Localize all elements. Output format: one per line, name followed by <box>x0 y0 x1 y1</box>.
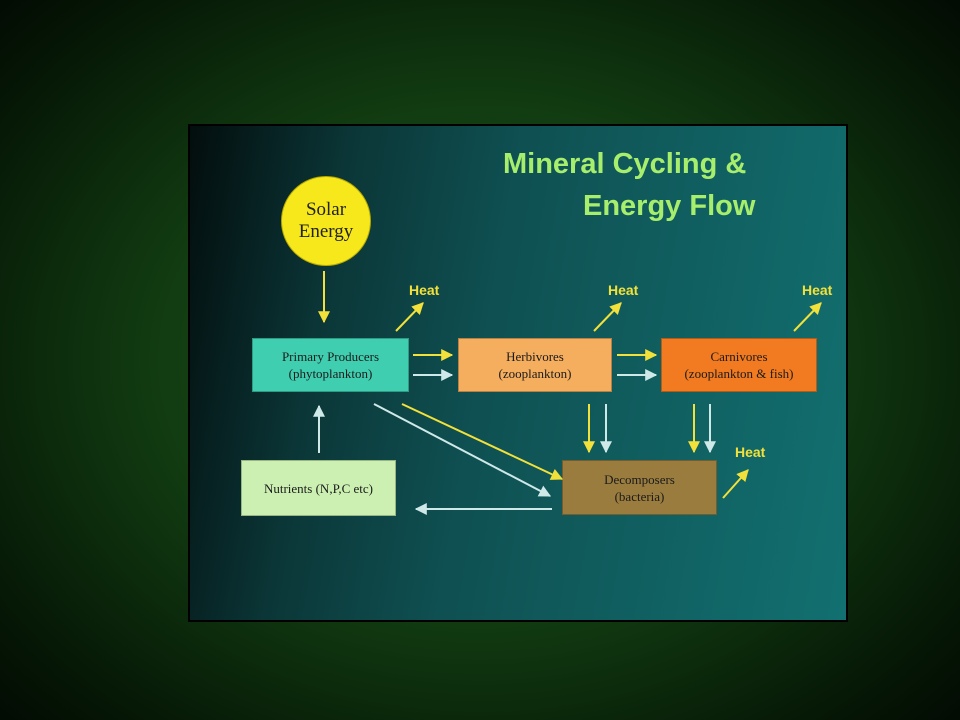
heat-label-carnivores: Heat <box>802 282 833 298</box>
primary-producers-box: Primary Producers (phytoplankton) <box>252 338 409 392</box>
title-line-1: Mineral Cycling & <box>503 148 747 180</box>
carnivores-sublabel: (zooplankton & fish) <box>684 366 794 381</box>
heat-label-herbivores: Heat <box>608 282 639 298</box>
nutrients-label: Nutrients (N,P,C etc) <box>263 480 374 496</box>
arrow-producers-to-decomposers-nutrient <box>373 403 552 497</box>
solar-energy-label-1: Solar <box>305 199 347 220</box>
primary-producers-label: Primary Producers <box>281 349 380 364</box>
herbivores-sublabel: (zooplankton) <box>498 366 572 381</box>
arrow-heat-herbivores <box>593 302 622 332</box>
herbivores-label: Herbivores <box>506 349 564 364</box>
arrow-heat-producers <box>395 302 424 332</box>
decomposers-sublabel: (bacteria) <box>614 488 665 504</box>
flow-arrows <box>313 271 822 515</box>
decomposers-box: Decomposers (bacteria) <box>562 460 717 515</box>
title-line-2: Energy Flow <box>583 190 756 222</box>
primary-producers-sublabel: (phytoplankton) <box>288 366 373 381</box>
carnivores-label: Carnivores <box>710 349 768 364</box>
herbivores-box: Herbivores (zooplankton) <box>458 338 612 392</box>
solar-energy-label-2: Energy <box>298 221 354 242</box>
arrow-heat-decomposers <box>722 469 749 499</box>
solar-energy-node: Solar Energy <box>281 176 371 266</box>
heat-label-producers: Heat <box>409 282 440 298</box>
arrow-producers-to-decomposers-energy <box>401 403 564 480</box>
decomposers-label: Decomposers <box>604 471 675 487</box>
arrow-heat-carnivores <box>793 302 822 332</box>
slide: Mineral Cycling & Energy Flow Solar Ener… <box>188 124 848 622</box>
carnivores-box: Carnivores (zooplankton & fish) <box>661 338 817 392</box>
nutrients-box: Nutrients (N,P,C etc) <box>241 460 396 516</box>
heat-label-decomposers: Heat <box>735 444 766 460</box>
